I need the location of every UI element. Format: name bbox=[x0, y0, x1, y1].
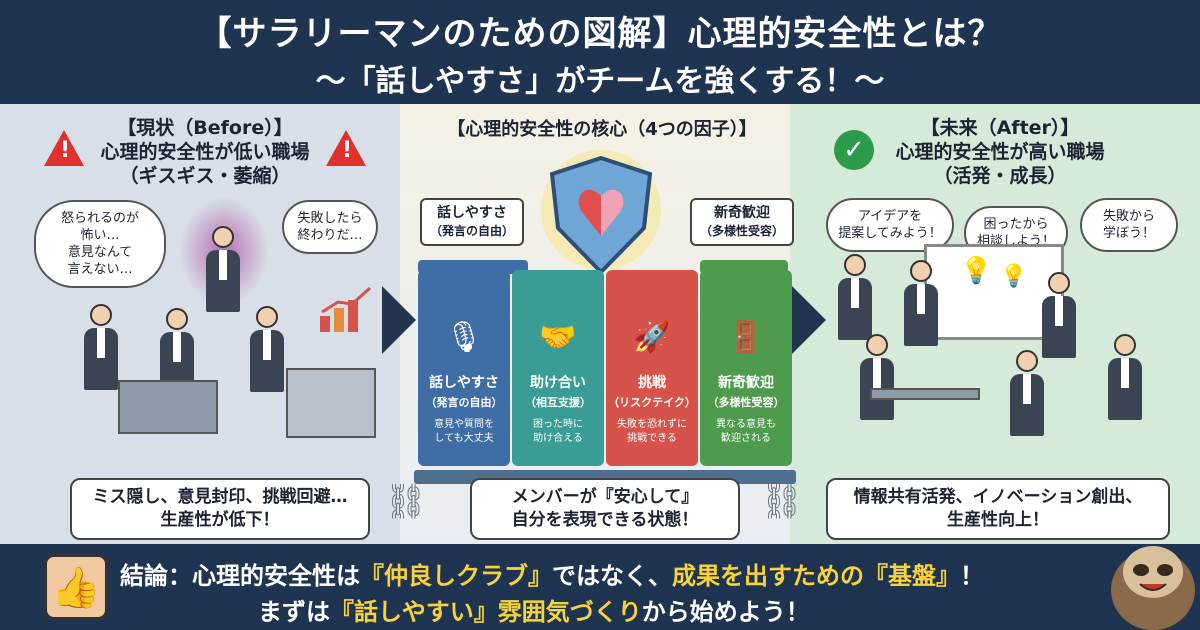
factor-subtitle: （多様性受容） bbox=[707, 396, 785, 409]
core-caption: メンバーが『安心して』自分を表現できる状態！ bbox=[470, 478, 740, 540]
worried-employee-figure bbox=[84, 304, 118, 390]
factor-description: 意見や質問をしても大丈夫 bbox=[434, 419, 494, 444]
after-speech-bubble: 失敗から学ぼう！ bbox=[1080, 198, 1178, 252]
warning-icon: ! bbox=[326, 130, 366, 166]
sloth-mascot bbox=[1108, 528, 1198, 630]
conclusion-line-2: まずは『話しやすい』雰囲気づくりから始めよう！ bbox=[258, 598, 810, 626]
before-speech-bubble: 怒られるのが怖い… 意見なんて言えない… bbox=[34, 200, 166, 288]
conclusion-line-1: 結論：心理的安全性は『仲良しクラブ』ではなく、成果を出すための『基盤』！ bbox=[120, 562, 984, 590]
factor-piece-3: 🚀 挑戦 （リスクテイク） 失敗を恐れずに挑戦できる bbox=[606, 270, 698, 466]
colleague-figure bbox=[1108, 334, 1142, 420]
colleague-figure bbox=[1010, 350, 1044, 436]
thumbs-up-icon: 👍 bbox=[44, 554, 108, 620]
factor-title: 話しやすさ bbox=[429, 375, 499, 391]
handshake-icon: 🤝 bbox=[539, 320, 577, 355]
angry-boss-figure bbox=[206, 226, 240, 312]
factor-title: 挑戦 bbox=[638, 375, 666, 391]
factor-piece-2: 🤝 助け合い （相互支援） 困った時に助け合える bbox=[512, 270, 604, 466]
colleague-figure bbox=[1042, 272, 1076, 358]
desk bbox=[870, 388, 980, 400]
microphone-icon: 🎙 bbox=[444, 320, 484, 355]
broken-chain-icon: ⛓ bbox=[384, 482, 428, 522]
factor-description: 失敗を恐れずに挑戦できる bbox=[617, 419, 687, 444]
factor-subtitle: （発言の自由） bbox=[425, 396, 503, 409]
colleague-figure bbox=[860, 334, 894, 420]
shield-icon bbox=[526, 150, 676, 284]
factor-description: 異なる意見も歓迎される bbox=[716, 419, 776, 444]
after-heading: 【未来（After）】 心理的安全性が高い職場 （活発・成長） bbox=[895, 117, 1105, 187]
before-speech-bubble: 失敗したら終わりだ… bbox=[282, 200, 378, 254]
factor-piece-4: 🚪 新奇歓迎 （多様性受容） 異なる意見も歓迎される bbox=[700, 270, 792, 466]
desk bbox=[118, 380, 218, 434]
factor-title: 助け合い bbox=[530, 375, 586, 391]
factor-title: 新奇歓迎 bbox=[718, 375, 774, 391]
lightbulb-icon: 💡 bbox=[1000, 264, 1028, 289]
colleague-figure bbox=[904, 260, 938, 346]
factor-piece-1: 🎙 話しやすさ （発言の自由） 意見や質問をしても大丈夫 bbox=[418, 270, 510, 466]
conclusion-banner bbox=[0, 546, 1200, 630]
page-title: 【サラリーマンのための図解】心理的安全性とは？ bbox=[197, 14, 1003, 54]
lightbulb-icon: 💡 bbox=[960, 256, 993, 286]
check-icon: ✓ bbox=[834, 130, 874, 170]
desk bbox=[286, 368, 376, 438]
factor-subtitle: （リスクテイク） bbox=[608, 396, 696, 409]
warning-icon: ! bbox=[44, 130, 84, 166]
right-arrow-icon bbox=[382, 286, 416, 354]
factor-tag: 話しやすさ（発言の自由） bbox=[420, 198, 524, 246]
core-heading: 【心理的安全性の核心（4つの因子）】 bbox=[447, 119, 757, 140]
before-caption: ミス隠し、意見封印、挑戦回避…生産性が低下！ bbox=[70, 478, 370, 540]
colleague-figure bbox=[838, 254, 872, 340]
factor-description: 困った時に助け合える bbox=[533, 419, 583, 444]
after-caption: 情報共有活発、イノベーション創出、生産性向上！ bbox=[826, 478, 1170, 540]
worried-employee-figure bbox=[160, 308, 194, 394]
before-heading: 【現状（Before）】 心理的安全性が低い職場 （ギスギス・萎縮） bbox=[100, 117, 310, 187]
chain-icon: ⛓ bbox=[760, 482, 804, 522]
bar-chart-icon bbox=[318, 286, 378, 338]
door-icon: 🚪 bbox=[727, 320, 765, 355]
right-arrow-icon bbox=[792, 286, 826, 354]
page-subtitle: 〜「話しやすさ」がチームを強くする！〜 bbox=[315, 64, 885, 99]
worried-employee-figure bbox=[250, 306, 284, 392]
factor-subtitle: （相互支援） bbox=[525, 396, 591, 409]
factor-tag: 新奇歓迎（多様性受容） bbox=[690, 198, 794, 246]
after-speech-bubble: アイデアを提案してみよう！ bbox=[826, 198, 954, 252]
rocket-icon: 🚀 bbox=[633, 320, 671, 355]
